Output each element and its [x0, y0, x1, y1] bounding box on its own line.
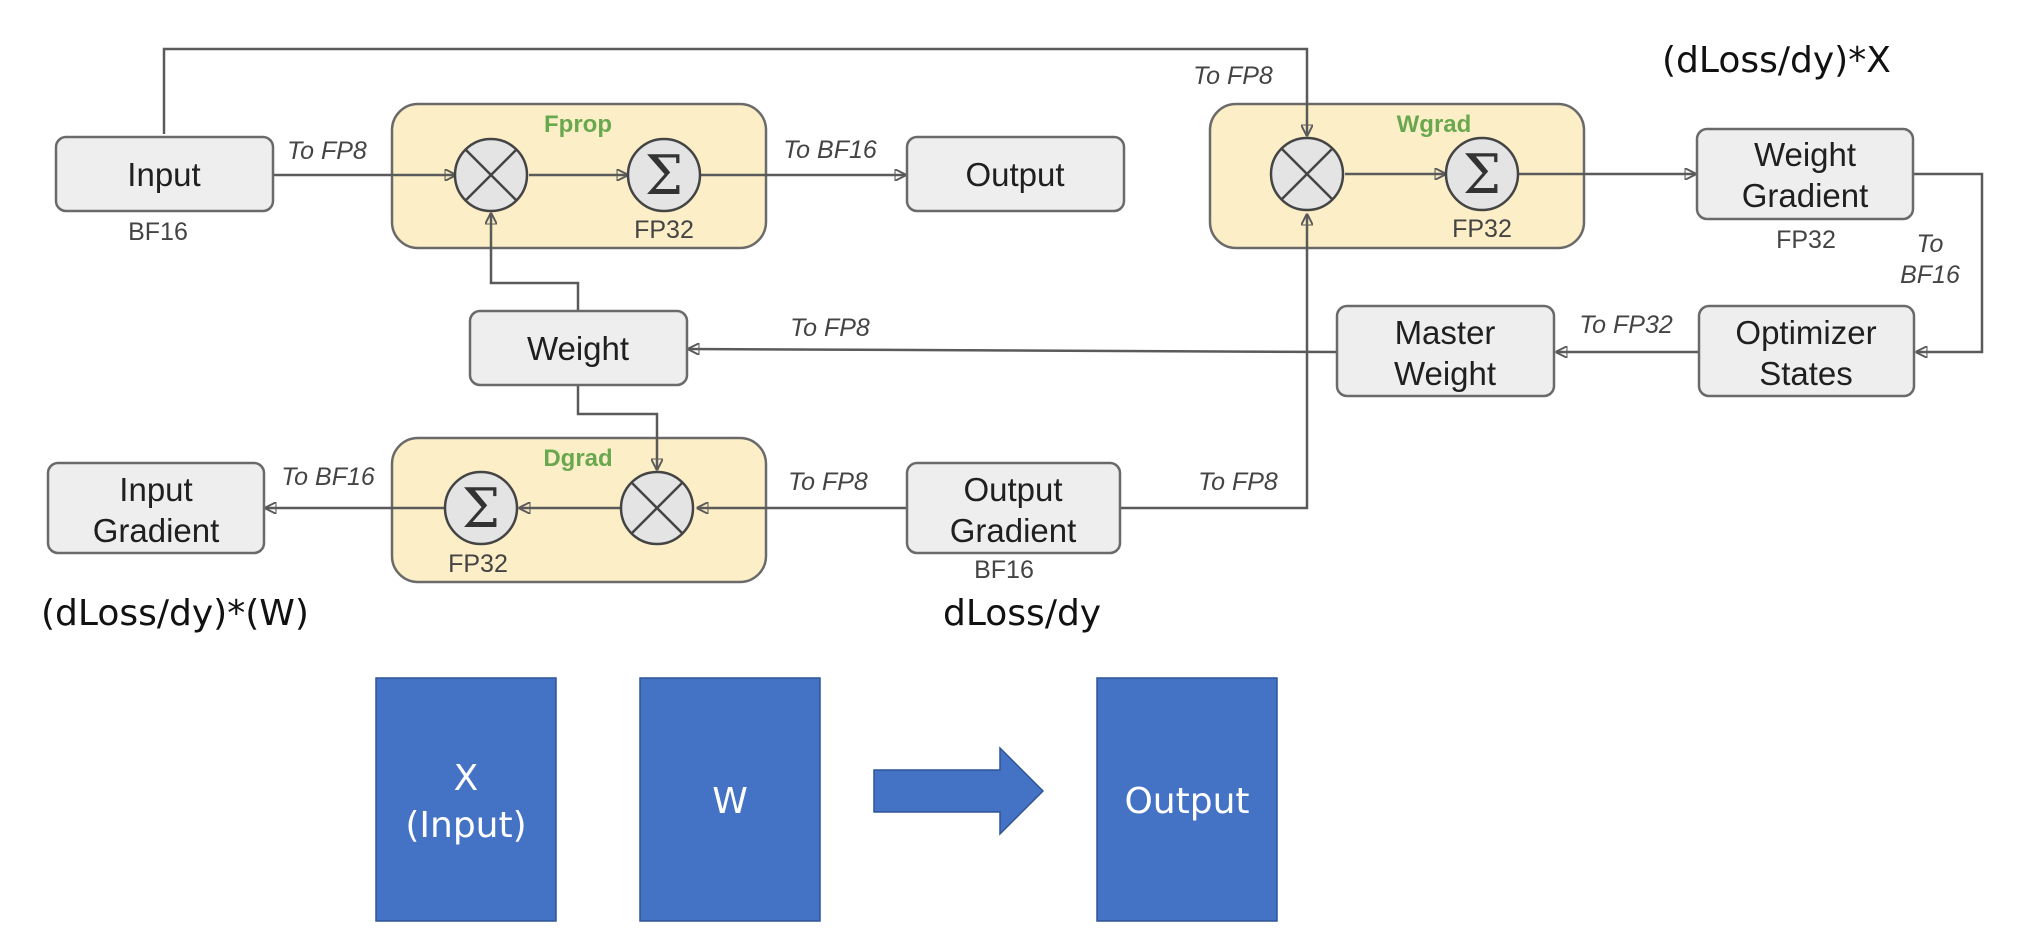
fprop-sum-precision: FP32 [634, 216, 694, 244]
weight-gradient-node: Weight Gradient [1695, 127, 1915, 221]
wgrad-formula: (dLoss/dy)*X [1662, 40, 1891, 81]
master-weight-node: Master Weight [1335, 304, 1556, 398]
weight-gradient-label-line1: Weight [1754, 136, 1856, 173]
optimizer-states-label-line1: Optimizer [1735, 314, 1876, 351]
edge-input-wgrad [162, 47, 1307, 136]
sigma-symbol: Σ [462, 477, 500, 540]
input-gradient-label-line2: Gradient [93, 512, 220, 549]
output-gradient-precision: BF16 [974, 556, 1034, 584]
output-gradient-label-line2: Gradient [950, 512, 1077, 549]
x-block-label-line1: X [454, 758, 479, 799]
output-node: Output [905, 135, 1126, 213]
edge-weight-gradient-optimizer [1913, 172, 1984, 352]
w-block [639, 677, 821, 922]
edge-label-input-fprop: To FP8 [287, 137, 367, 165]
weight-node-label: Weight [527, 330, 629, 367]
output-gradient-label-line1: Output [963, 471, 1062, 508]
edge-master-weight [688, 349, 1337, 352]
dgrad-sum-op: Σ [443, 470, 519, 546]
wgrad-title: Wgrad [1397, 111, 1472, 138]
dgrad-formula: (dLoss/dy)*(W) [41, 593, 309, 634]
edge-label-input-wgrad: To FP8 [1193, 62, 1273, 90]
right-arrow-icon [873, 746, 1045, 836]
weight-gradient-precision: FP32 [1776, 226, 1836, 254]
edge-weight-fprop [491, 213, 580, 310]
edge-weight-dgrad [576, 386, 657, 470]
weight-gradient-label-line2: Gradient [1742, 177, 1869, 214]
w-block-label: W [712, 781, 748, 822]
edge-label-optimizer-master: To FP32 [1579, 311, 1673, 339]
optimizer-states-node: Optimizer States [1697, 304, 1916, 398]
output-node-label: Output [965, 156, 1064, 193]
matrix-illustration: X (Input) W Output [375, 677, 1278, 922]
input-gradient-node: Input Gradient [46, 461, 266, 555]
dgrad-title: Dgrad [543, 445, 612, 472]
sigma-symbol: Σ [1463, 143, 1501, 206]
sigma-symbol: Σ [645, 144, 683, 207]
output-gradient-formula: dLoss/dy [943, 593, 1101, 634]
x-input-block [375, 677, 557, 922]
edge-label-output-gradient-dgrad: To FP8 [788, 468, 868, 496]
dgrad-multiply-op [619, 470, 695, 546]
fprop-title: Fprop [544, 111, 612, 138]
edge-label-dgrad-input-gradient: To BF16 [281, 463, 375, 491]
wgrad-multiply-op [1269, 136, 1345, 212]
edge-label-weight-gradient-optimizer-2: BF16 [1900, 261, 1960, 289]
edge-output-gradient-wgrad [1120, 214, 1307, 510]
fprop-sum-op: Σ [626, 137, 702, 213]
input-node-label: Input [127, 156, 200, 193]
output-gradient-node: Output Gradient [905, 461, 1122, 555]
optimizer-states-label-line2: States [1759, 355, 1853, 392]
wgrad-sum-op: Σ [1444, 136, 1520, 212]
wgrad-sum-precision: FP32 [1452, 215, 1512, 243]
master-weight-label-line2: Weight [1394, 355, 1496, 392]
edge-label-fprop-output: To BF16 [783, 136, 877, 164]
x-block-label-line2: (Input) [405, 805, 526, 846]
edge-label-master-weight: To FP8 [790, 314, 870, 342]
dgrad-sum-precision: FP32 [448, 550, 508, 578]
fprop-multiply-op [453, 137, 529, 213]
edge-label-weight-gradient-optimizer-1: To [1917, 230, 1944, 258]
output-block [1096, 677, 1278, 922]
input-gradient-label-line1: Input [119, 471, 192, 508]
output-block-label: Output [1124, 781, 1249, 822]
edge-label-output-gradient-wgrad: To FP8 [1198, 468, 1278, 496]
input-precision: BF16 [128, 218, 188, 246]
weight-node: Weight [468, 309, 689, 387]
input-node: Input [54, 135, 275, 213]
master-weight-label-line1: Master [1395, 314, 1496, 351]
